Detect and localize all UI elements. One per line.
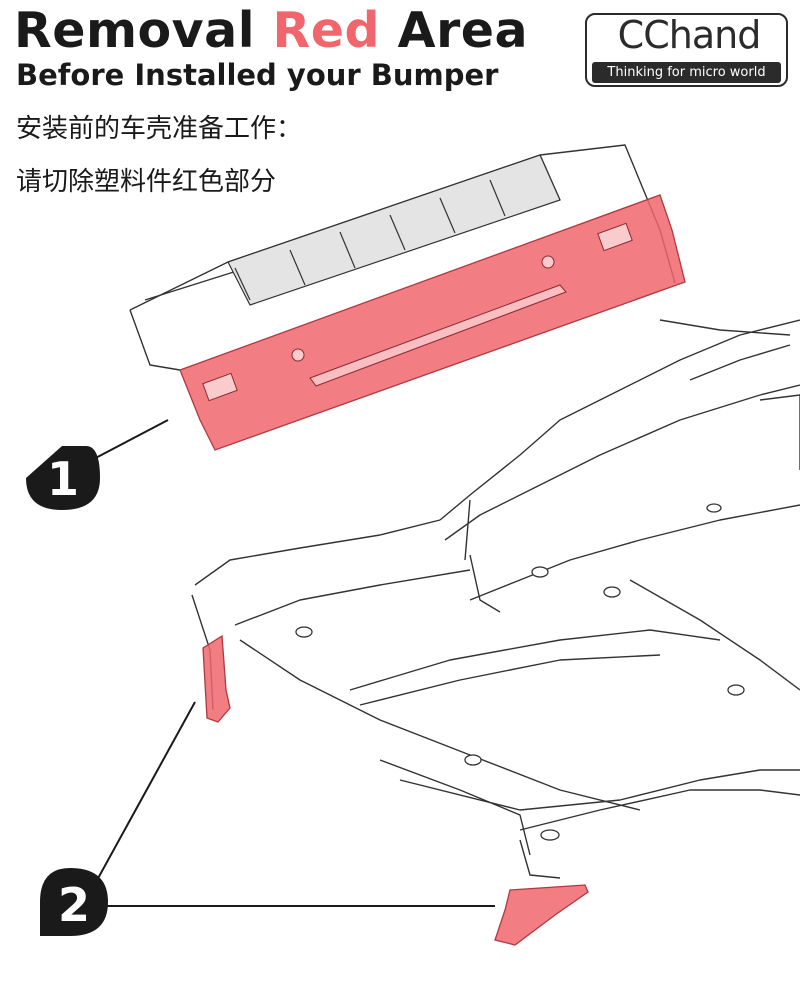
mounting-bosses (295, 503, 745, 841)
page-subtitle: Before Installed your Bumper (16, 58, 499, 92)
callout-marker-1: 1 (26, 446, 100, 510)
fender-removal-area-left (202, 634, 231, 723)
logo-tagline: Thinking for micro world (592, 62, 781, 83)
leader-lines (87, 419, 495, 907)
bumper-removal-area (179, 194, 686, 451)
page-title: Removal Red Area (14, 2, 528, 59)
callout-number-1: 1 (47, 452, 79, 506)
logo-wordmark: CChand (617, 13, 762, 57)
callout-marker-2: 2 (40, 868, 108, 936)
chinese-instruction-line-2: 请切除塑料件红色部分 (16, 167, 277, 197)
title-post: Area (380, 2, 529, 59)
fender-removal-area-right (494, 884, 589, 946)
callout-number-2: 2 (58, 878, 90, 932)
title-pre: Removal (14, 2, 273, 59)
chinese-instruction-line-1: 安装前的车壳准备工作： (16, 114, 303, 144)
brand-logo: CChand Thinking for micro world (585, 13, 788, 87)
grille-mesh-panel (227, 154, 561, 306)
title-red-word: Red (272, 2, 381, 59)
car-body-shell (129, 144, 800, 879)
